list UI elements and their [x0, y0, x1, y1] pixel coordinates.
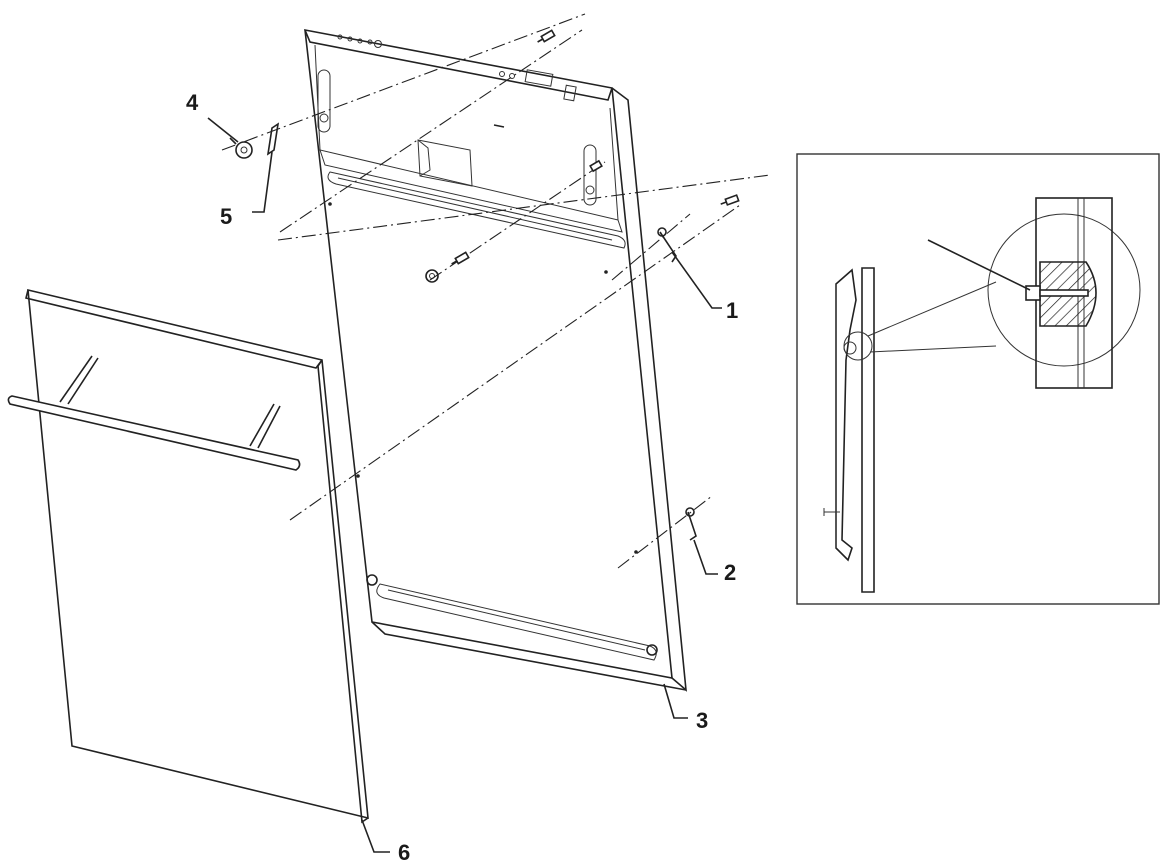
bracket-1	[657, 227, 677, 263]
leader-7	[927, 239, 1031, 291]
upper-long-slot	[327, 171, 626, 249]
panel-side-edge	[317, 359, 369, 824]
leader-4	[207, 117, 239, 143]
screws	[451, 29, 740, 265]
detail-focus-circle	[843, 331, 873, 361]
leader-2	[693, 539, 718, 575]
callout-3: 3	[696, 708, 708, 733]
screw-head-icon	[1025, 285, 1041, 301]
callout-leaders	[207, 117, 722, 853]
magnify-line-top	[867, 281, 997, 337]
door-top-edge	[304, 29, 613, 101]
part-5-clip	[266, 122, 280, 156]
callout-4: 4	[186, 90, 199, 115]
washer-icon	[235, 141, 253, 159]
panel-face	[27, 288, 369, 820]
furniture-panel	[7, 288, 369, 824]
screw-icon	[720, 194, 740, 206]
bracket-icon	[687, 511, 697, 541]
center-fixing-hole	[425, 269, 439, 283]
bracket-2	[685, 507, 697, 541]
callout-2: 2	[724, 560, 736, 585]
left-hinge-slot	[317, 69, 331, 133]
handle-bar	[7, 395, 301, 471]
axis-bracket-1	[611, 213, 691, 281]
lower-long-slot	[376, 583, 657, 661]
screw-icon	[589, 159, 603, 173]
door-side-edge	[611, 87, 687, 692]
part-4-washer	[229, 137, 253, 159]
leader-1	[671, 251, 722, 309]
leader-6	[361, 819, 390, 853]
screw-shaft-icon	[1039, 289, 1089, 297]
dishwasher-door	[304, 29, 687, 692]
clip-icon	[266, 122, 280, 156]
side-view-door	[835, 268, 857, 562]
door-bottom-edge	[371, 621, 687, 691]
axis-middle	[289, 204, 741, 521]
inset-frame	[796, 153, 1160, 605]
callout-1: 1	[726, 298, 738, 323]
handle-recess	[417, 139, 473, 187]
side-view-panel	[861, 267, 875, 593]
center-mark	[493, 124, 505, 128]
bracket-icon	[659, 231, 677, 263]
door-panel	[304, 29, 673, 679]
door-handle[interactable]	[7, 355, 301, 471]
control-buttons	[337, 34, 577, 102]
leader-3	[663, 683, 688, 719]
screw-icon	[451, 251, 470, 265]
axis-upper-left	[221, 13, 586, 151]
callout-5: 5	[220, 204, 232, 229]
callout-6: 6	[398, 840, 410, 862]
right-hinge-slot	[583, 144, 597, 206]
axis-bracket-2	[617, 495, 713, 569]
leader-5	[252, 151, 273, 213]
detail-inset	[796, 153, 1160, 605]
axis-top-right	[279, 29, 583, 233]
handle-leg-left	[59, 355, 93, 403]
corner-hole-right	[646, 644, 658, 656]
magnify-line-bottom	[869, 345, 997, 353]
corner-hole-left	[366, 574, 378, 586]
control-panel-lip	[319, 149, 623, 233]
assembly-axes	[221, 13, 771, 569]
magnified-circle	[987, 213, 1141, 367]
screw-icon	[537, 29, 556, 43]
handle-leg-right	[249, 403, 275, 447]
axis-upper	[277, 174, 771, 241]
